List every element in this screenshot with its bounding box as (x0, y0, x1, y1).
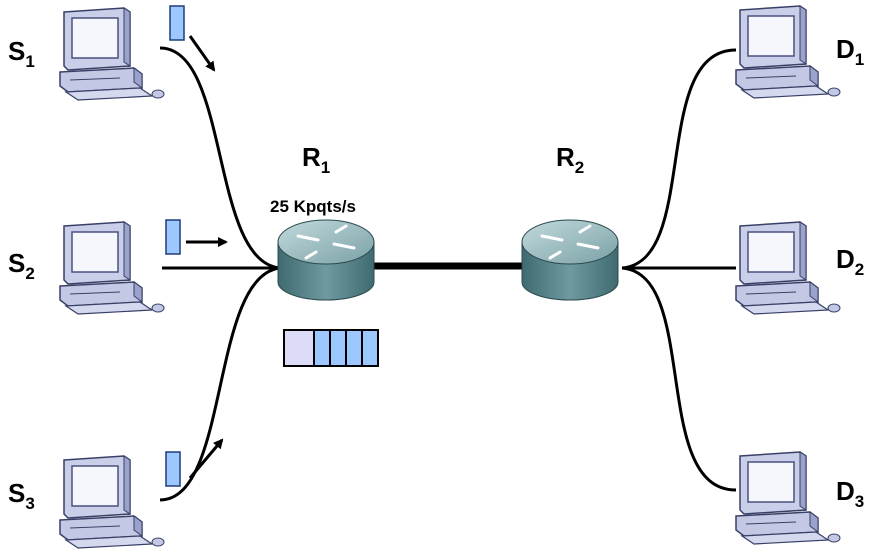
host-label: D2 (836, 244, 864, 279)
packet-arrow (188, 35, 216, 72)
host-s1: S1 (8, 7, 165, 101)
computer-icon (735, 221, 841, 315)
packet (165, 451, 181, 487)
link-r2-d1 (621, 48, 737, 270)
router-label: R2 (556, 142, 584, 177)
link-s3-r1 (159, 266, 281, 502)
router-queue (283, 329, 379, 367)
computer-icon (59, 7, 165, 101)
queue-slot-packet (313, 329, 331, 367)
host-label: D1 (836, 34, 864, 69)
router-icon (521, 219, 619, 301)
host-label: D3 (836, 476, 864, 511)
host-d2: D2 (735, 221, 864, 315)
router-label: R1 (302, 142, 330, 177)
host-s3: S3 (8, 455, 165, 549)
link-s1-r1 (159, 46, 281, 270)
computer-icon (59, 455, 165, 549)
router-r2: R2 (521, 142, 619, 301)
router-rate: 25 Kpqts/s (270, 197, 356, 216)
host-label: S2 (8, 248, 35, 283)
router-r1: R1 25 Kpqts/s (270, 142, 375, 301)
host-d1: D1 (735, 5, 864, 99)
packet (169, 5, 185, 41)
host-d3: D3 (735, 451, 864, 545)
host-label: S3 (8, 478, 35, 513)
host-label: S1 (8, 36, 35, 71)
computer-icon (59, 221, 165, 315)
host-s2: S2 (8, 221, 165, 315)
router-icon (277, 219, 375, 301)
queue-slot-packet (329, 329, 347, 367)
packet (165, 219, 181, 255)
computer-icon (735, 451, 841, 545)
link-r2-d3 (621, 266, 737, 492)
queue-slot-packet (361, 329, 379, 367)
queue-slot-packet (345, 329, 363, 367)
computer-icon (735, 5, 841, 99)
packet-arrow (188, 438, 224, 479)
queue-slot-empty (283, 329, 315, 367)
